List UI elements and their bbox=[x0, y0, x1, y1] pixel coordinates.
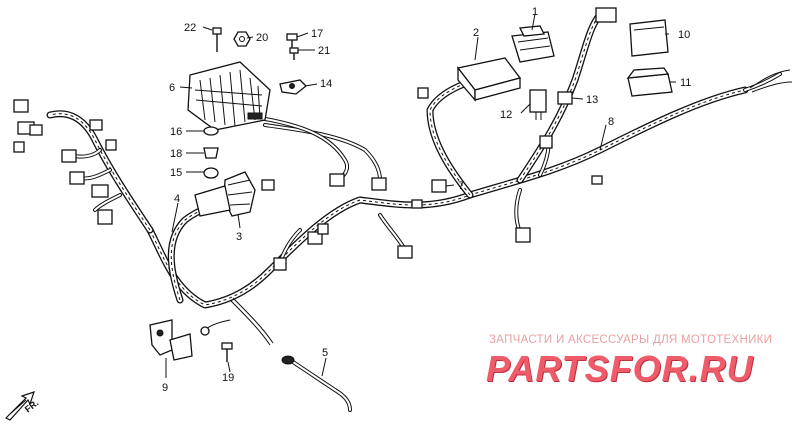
bolt-21 bbox=[289, 47, 299, 60]
top-connector bbox=[595, 7, 617, 23]
callout-7: 7 bbox=[458, 180, 464, 192]
grommet-16 bbox=[203, 126, 219, 136]
clamp-18 bbox=[203, 147, 219, 159]
main-wire-harness bbox=[46, 11, 793, 346]
cushion-15 bbox=[203, 167, 219, 179]
callout-19: 19 bbox=[222, 372, 234, 384]
callout-22: 22 bbox=[184, 22, 196, 34]
left-connector-cluster bbox=[13, 99, 117, 225]
sleeve-5 bbox=[281, 355, 352, 412]
callout-1: 1 bbox=[532, 6, 538, 18]
watermark-tagline: ЗАПЧАСТИ И АКСЕССУАРЫ ДЛЯ МОТОТЕХНИКИ bbox=[489, 334, 773, 346]
callout-16: 16 bbox=[170, 126, 182, 138]
bracket-9 bbox=[149, 319, 193, 361]
connector-13 bbox=[557, 91, 573, 105]
front-direction-arrow: FR. bbox=[4, 391, 40, 421]
relay-7 bbox=[431, 179, 447, 193]
bracket-14 bbox=[279, 79, 307, 95]
callout-labels: 1 2 3 4 5 6 7 8 9 10 11 12 13 14 15 16 1… bbox=[162, 6, 691, 394]
callout-17: 17 bbox=[311, 28, 323, 40]
callout-10: 10 bbox=[678, 29, 690, 41]
callout-9: 9 bbox=[162, 382, 168, 394]
callout-20: 20 bbox=[256, 32, 268, 44]
callout-11: 11 bbox=[680, 77, 691, 89]
callout-5: 5 bbox=[322, 347, 328, 359]
unit-10 bbox=[629, 19, 669, 57]
nut-20 bbox=[233, 31, 251, 47]
callout-8: 8 bbox=[608, 116, 614, 128]
watermark-logo: PARTSFOR.RU bbox=[486, 348, 754, 389]
holder-11 bbox=[626, 67, 673, 97]
ring-terminal bbox=[200, 326, 210, 336]
callout-3: 3 bbox=[236, 231, 242, 243]
callout-6: 6 bbox=[169, 82, 175, 94]
callout-4: 4 bbox=[174, 193, 180, 205]
bolt-17 bbox=[286, 33, 298, 48]
callout-12: 12 bbox=[500, 109, 512, 121]
callout-18: 18 bbox=[170, 148, 182, 160]
callout-2: 2 bbox=[473, 27, 479, 39]
component-3 bbox=[194, 171, 256, 217]
callout-13: 13 bbox=[586, 94, 598, 106]
callout-15: 15 bbox=[170, 167, 182, 179]
callout-21: 21 bbox=[318, 45, 330, 57]
callout-14: 14 bbox=[320, 78, 332, 90]
leader-lines bbox=[165, 13, 676, 378]
relay-12 bbox=[529, 89, 547, 120]
regulator-rectifier bbox=[187, 61, 271, 131]
control-unit-2 bbox=[456, 57, 522, 102]
bolt-19 bbox=[221, 342, 233, 362]
bolt-22 bbox=[212, 27, 222, 52]
mid-connectors bbox=[261, 87, 603, 271]
connector-1 bbox=[511, 25, 555, 63]
